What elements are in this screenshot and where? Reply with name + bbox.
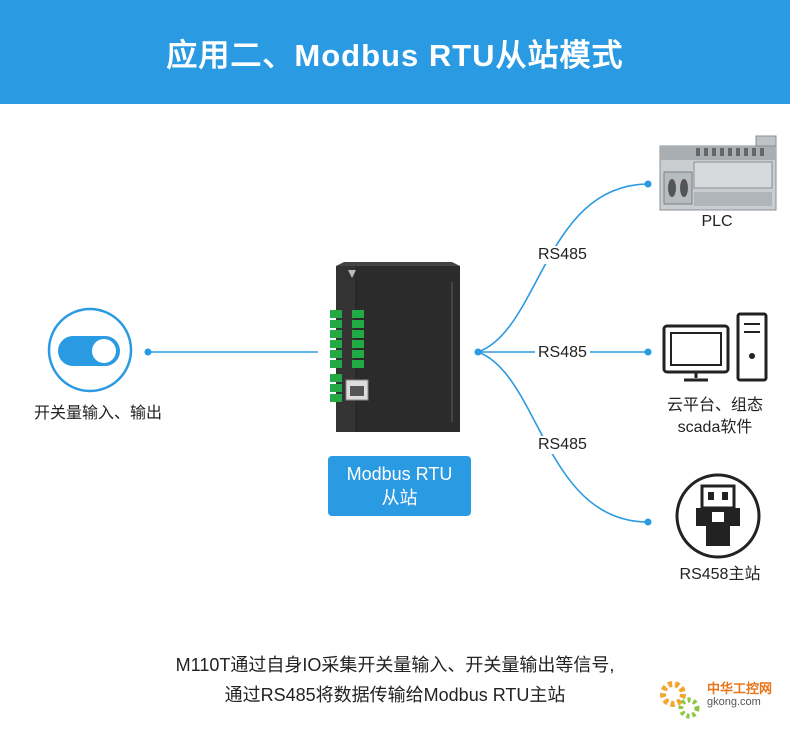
rs485-label-plc: RS485 [535,246,590,264]
caption-line1: M110T通过自身IO采集开关量输入、开关量输出等信号, [175,655,615,675]
computer-icon [662,312,768,382]
toggle-switch-icon [47,307,133,393]
watermark-domain: gkong.com [707,696,761,708]
rs485-label-scada: RS485 [535,344,590,362]
io-label: 开关量输入、输出 [33,405,162,422]
watermark-brand: 中华工控网 [707,681,773,696]
scada-label: 云平台、组态 scada软件 [655,395,775,439]
watermark: 中华工控网 gkong.com [655,674,785,724]
caption-line2: 通过RS485将数据传输给Modbus RTU主站 [224,685,566,705]
module-name-line1: Modbus RTU [346,464,453,484]
scada-label-line1: 云平台、组态 [666,397,763,414]
plc-icon [659,135,777,211]
plc-link-dot [644,180,652,188]
page-title: 应用二、Modbus RTU从站模式 [166,37,624,73]
io-link-dot [144,348,152,356]
serial-port-icon [675,473,761,559]
master-link-dot [644,518,652,526]
module-device-image [330,262,460,432]
description-caption: M110T通过自身IO采集开关量输入、开关量输出等信号, 通过RS485将数据传… [0,650,790,710]
scada-label-line2: scada软件 [677,419,753,436]
scada-link-dot [644,348,652,356]
module-badge: Modbus RTU 从站 [328,456,471,516]
header-banner: 应用二、Modbus RTU从站模式 [0,0,790,104]
plc-label: PLC [701,213,733,230]
gear-icon [660,681,700,719]
rs485-link-plc [477,183,649,353]
rs485-label-master: RS485 [535,436,590,454]
master-label: RS458主站 [679,566,761,583]
module-name-line2: 从站 [381,488,418,508]
